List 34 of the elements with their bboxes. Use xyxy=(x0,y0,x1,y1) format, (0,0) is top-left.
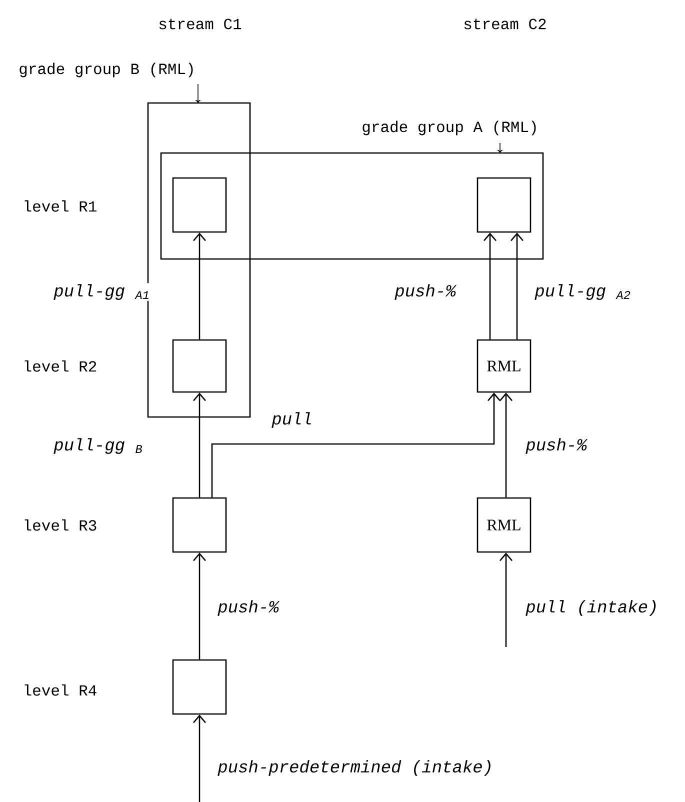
empty-box xyxy=(476,177,532,233)
arrow xyxy=(193,392,206,498)
edge-label: pull-gg $_{A2}$ xyxy=(534,283,632,301)
column-heading: stream C1 xyxy=(159,18,242,30)
edge-label: push-predetermined (intake) xyxy=(216,759,494,777)
empty-box xyxy=(172,177,227,233)
edge-label: pull-gg $_{A1}$ xyxy=(52,283,152,301)
arrow xyxy=(500,552,512,647)
arrow xyxy=(484,232,496,340)
process-box: RML xyxy=(476,339,532,393)
edge-label: pull xyxy=(270,411,314,429)
edge-label: push-% xyxy=(524,437,588,455)
row-label: level R4 xyxy=(24,684,96,696)
edge-label: push-% xyxy=(216,599,280,617)
edge-label: push-% xyxy=(394,283,457,301)
row-label: level R3 xyxy=(24,519,96,531)
arrow xyxy=(193,552,206,660)
edge-label: pull (intake) xyxy=(524,599,660,617)
arrow xyxy=(211,392,500,498)
edge-label: pull-gg $_{B}$ xyxy=(52,437,144,455)
arrow xyxy=(510,232,524,340)
empty-box xyxy=(172,497,227,553)
node-label: grade group A (RML) xyxy=(362,120,536,136)
arrow xyxy=(500,392,512,498)
row-label: level R2 xyxy=(24,360,96,372)
group-box: grade group A (RML) xyxy=(160,120,544,260)
arrow xyxy=(193,232,206,340)
process-box: RML xyxy=(476,497,532,553)
column-heading: stream C2 xyxy=(464,18,546,30)
empty-box xyxy=(172,659,227,715)
empty-box xyxy=(172,339,227,393)
arrow xyxy=(193,714,206,802)
row-label: level R1 xyxy=(24,200,96,212)
node-label: grade group B (RML) xyxy=(20,62,193,78)
